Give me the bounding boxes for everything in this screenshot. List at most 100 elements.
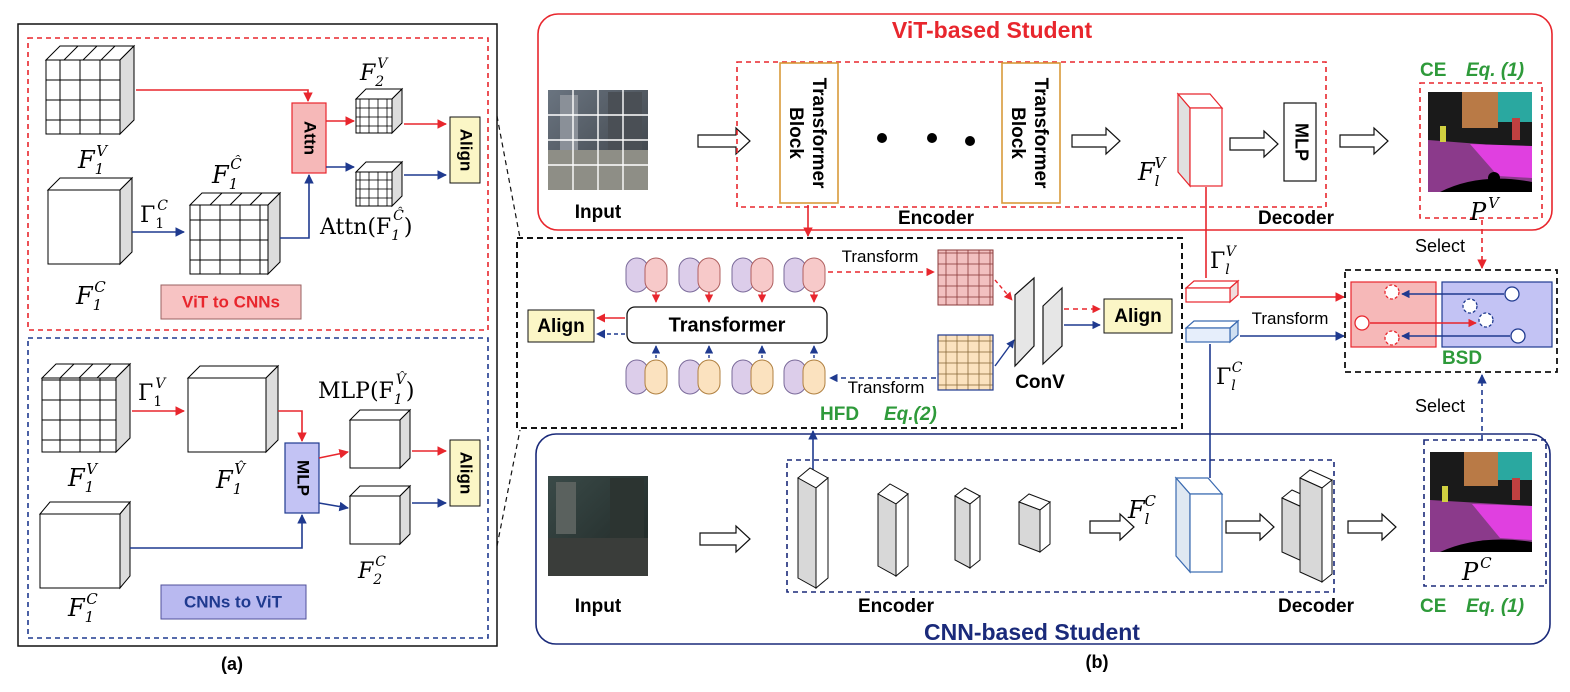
bsd-module: ΓlV Transform ΓlC (1184, 187, 1558, 478)
f2v-label: F2V (359, 56, 389, 90)
flc-feature-box (1174, 476, 1224, 574)
ellipsis-dot-3 (965, 136, 975, 146)
hfd-transform-bottom-label: Transform (848, 378, 925, 397)
vit-decoder-label: Decoder (1258, 208, 1335, 229)
cnn-enc-to-feat-arrow (1089, 512, 1135, 542)
top-token-row (625, 257, 826, 293)
cnn-encoder-frame (786, 459, 1335, 593)
red-grid-to-conv (994, 279, 1013, 301)
vit-input-label: Input (575, 202, 622, 223)
gamma1v-label: Γ1V (138, 376, 167, 410)
zoom-line-top (496, 115, 521, 239)
orange-patch-grid (937, 334, 994, 391)
attn-block-label: Attn (301, 121, 320, 155)
conv-label: ConV (1015, 372, 1065, 393)
f2c-cube (348, 484, 412, 546)
gamma-lv-box (1184, 279, 1240, 304)
align-a-bottom (449, 439, 481, 507)
f1chat-grid-cube (188, 191, 282, 276)
vit-input-arrow (697, 126, 751, 156)
cnn-input-label: Input (575, 596, 622, 617)
cnn-encoder-plane-2 (877, 483, 909, 578)
mlp-to-out-arrow (318, 449, 349, 459)
cnn-encoder-plane-4 (1018, 493, 1051, 554)
cnn-decoder-plane-2 (1299, 469, 1333, 584)
orange-grid-to-conv (994, 339, 1015, 367)
cnn-student-frame (535, 433, 1551, 645)
vit-input-image (548, 90, 648, 190)
f1vhat-to-mlp-arrow (278, 410, 307, 442)
f1chat-to-attn-arrow (280, 174, 314, 239)
vit-eq-label: Eq. (1) (1466, 60, 1524, 81)
align-a-top-label: Align (457, 129, 476, 172)
vit-to-cnn-frame (27, 37, 489, 331)
f1v-grid-cube-b (40, 362, 132, 454)
hfd-transformer (626, 306, 828, 344)
cnn-eq-label: Eq. (1) (1466, 596, 1524, 617)
hfd-module: Transformer Align (516, 205, 1183, 429)
attn-out-grid-cube (354, 160, 404, 208)
conv-plane-1 (1014, 276, 1035, 368)
hfd-align-left (527, 309, 595, 343)
f1c-cube (46, 176, 134, 266)
hfd-transformer-label: Transformer (669, 314, 786, 336)
bsd-node-red-dashed-2 (1384, 330, 1400, 346)
panel-a: F1V F1C Γ1C F1Ĉ Attn (17, 23, 498, 674)
align-a-bottom-label: Align (457, 452, 476, 495)
f1c-label: F1C (75, 278, 106, 314)
mlp-out-cube (348, 408, 412, 470)
attn-out-label: Attn(F1Ĉ) (319, 206, 412, 244)
cnn-ce-label: CE (1420, 596, 1446, 617)
hfd-frame (516, 237, 1183, 429)
cnn-encoder-label: Encoder (858, 596, 935, 617)
hfd-transform-top-label: Transform (842, 247, 919, 266)
vit-feat-to-mlp-arrow (1229, 129, 1279, 159)
pv-frame (1419, 82, 1543, 219)
mlp-out-label: MLP(F1V̂) (318, 370, 414, 408)
panel-b: ViT-based Student Input (516, 13, 1558, 672)
vit-to-cnn-label: ViT to CNNs (182, 292, 280, 311)
vit-student: ViT-based Student Input (537, 13, 1553, 231)
cnn-student-title: CNN-based Student (924, 619, 1140, 645)
flv-feature-box (1176, 92, 1224, 188)
hfd-align-right (1103, 298, 1173, 334)
pv-segmentation-map (1428, 92, 1532, 192)
conv-plane-2 (1042, 286, 1063, 366)
bottom-token-row (625, 359, 826, 395)
vit-student-frame (537, 13, 1553, 231)
cnn-input-arrow (699, 524, 751, 554)
cnn-input-image (548, 476, 648, 576)
cnn-student: CNN-based Student Input (535, 430, 1551, 645)
transformer-block-2 (1001, 62, 1061, 204)
f1chat-label: F1Ĉ (211, 155, 242, 193)
cnn-to-vit-label: CNNs to ViT (184, 592, 283, 611)
zoom-line-bottom (496, 429, 521, 547)
red-patch-grid (937, 249, 994, 306)
f2c-label: F2C (357, 554, 386, 588)
gamma1c-label: Γ1C (140, 198, 168, 232)
vit-decoder-mlp-label: MLP (1291, 123, 1311, 161)
select-top-label: Select (1415, 236, 1465, 256)
f2v-grid-cube (354, 87, 404, 135)
cnn-decoder-label: Decoder (1278, 596, 1355, 617)
f1v-label-b: F1V (67, 460, 99, 496)
vit-decoder-mlp (1283, 102, 1317, 182)
panel-b-caption: (b) (1086, 652, 1109, 672)
cnn-feat-to-dec-arrow (1225, 512, 1275, 542)
vit-mlp-to-pred-arrow (1339, 126, 1389, 156)
transformer-block-1 (779, 62, 839, 204)
pc-frame (1423, 439, 1547, 587)
mlp-to-f2c-arrow (318, 501, 349, 512)
cnn-encoder-plane-3 (954, 487, 981, 570)
f1c-label-b: F1C (67, 590, 98, 626)
flv-label: FlV (1137, 154, 1167, 190)
bsd-node-blue-1 (1504, 286, 1520, 302)
f1vhat-cube (186, 364, 280, 454)
bsd-blue-panel (1441, 281, 1553, 348)
bsd-frame (1344, 269, 1558, 373)
f1vhat-label: F1V̂ (215, 460, 247, 498)
vit-ce-label: CE (1420, 60, 1446, 81)
